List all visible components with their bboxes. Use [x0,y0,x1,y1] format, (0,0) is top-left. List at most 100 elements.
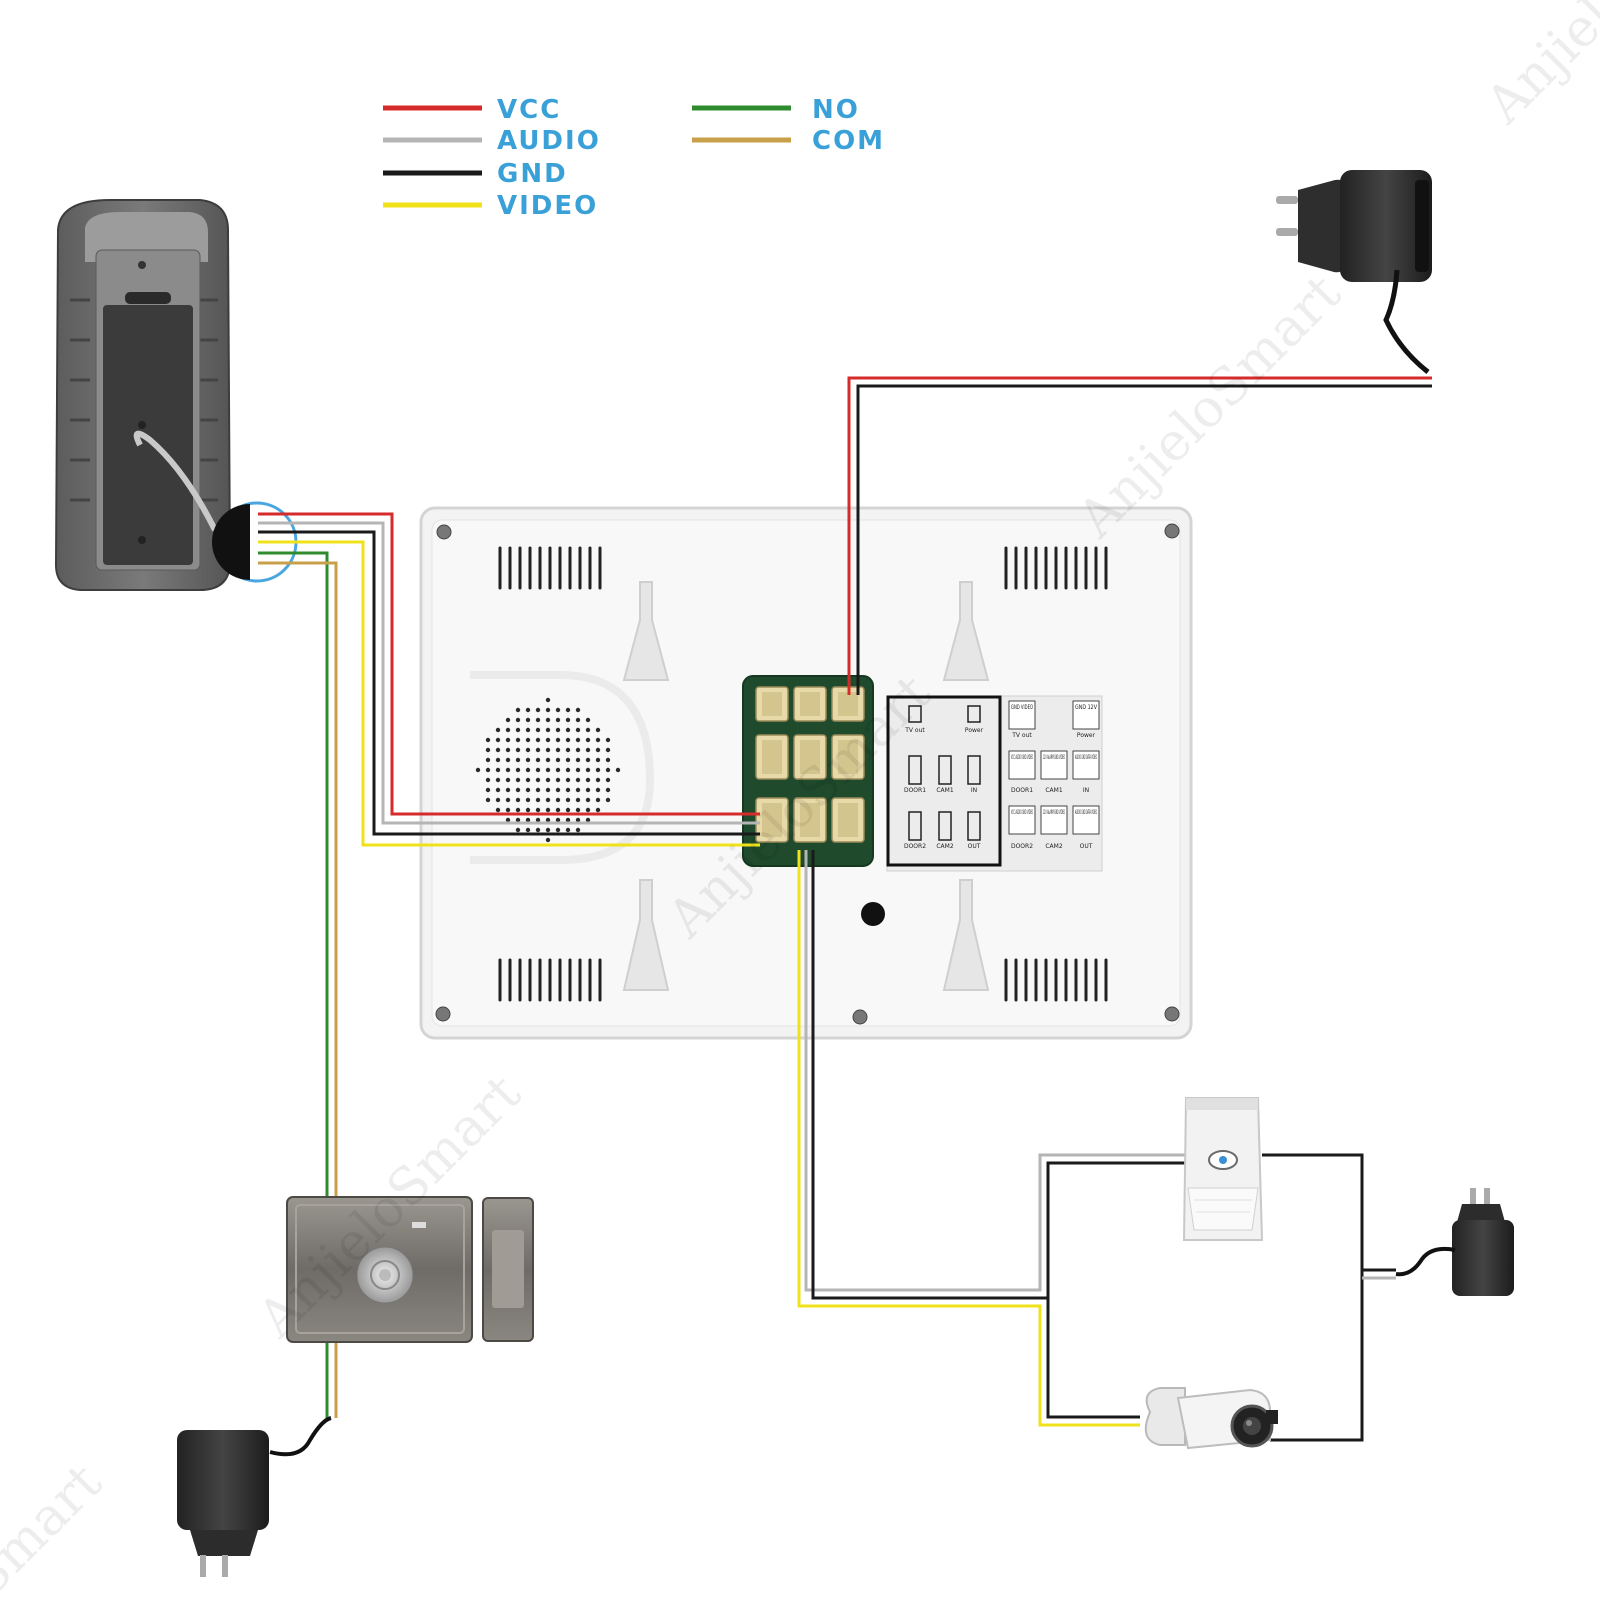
watermark-text: Anjielo [1474,0,1600,136]
panel-cell-label: 12V ALARM GND VIDEO [1043,754,1065,761]
speaker-hole [565,777,571,783]
wire-power-vcc [847,376,1432,695]
panel-label: Power [965,727,984,734]
door-unit-ribs [70,298,218,502]
speaker-hole [575,717,581,723]
panel-label: CAM1 [1045,787,1062,794]
speaker-hole [515,817,521,823]
speaker-hole [595,777,601,783]
panel-label: CAM2 [1045,843,1062,850]
legend-com-label: COM [812,126,885,156]
panel-cell [1040,805,1068,835]
panel-label: IN [971,787,977,794]
speaker-hole [545,797,551,803]
speaker-hole [565,787,571,793]
speaker-hole [565,707,571,713]
speaker-hole [495,797,501,803]
speaker-hole [515,787,521,793]
legend-audio-label: AUDIO [497,126,601,156]
speaker-hole [595,767,601,773]
speaker-hole [545,697,551,703]
speaker-hole [535,707,541,713]
speaker-hole [535,777,541,783]
speaker-hole [555,727,561,733]
speaker-hole [575,747,581,753]
connector-pins [762,740,782,774]
panel-cell-label: GND VIDEO [1011,704,1033,711]
speaker-hole [545,747,551,753]
speaker-hole [525,787,531,793]
speaker-hole [505,817,511,823]
monitor-screw-icon [435,523,1180,1025]
wire-legend: VCC AUDIO GND VIDEO NO COM [383,95,885,221]
watermark-text: AnjieloSmart [1066,263,1353,550]
panel-cell [1008,805,1036,835]
speaker-hole [505,787,511,793]
speaker-hole [555,767,561,773]
panel-label: CAM1 [936,787,953,794]
monitor-vents [498,546,1108,1002]
panel-label: DOOR1 [1011,787,1033,794]
speaker-hole [565,747,571,753]
speaker-hole [485,767,491,773]
speaker-hole [575,727,581,733]
wire-lock-com [258,561,338,1418]
connector-pins [838,692,858,716]
speaker-hole [555,787,561,793]
monitor-hole [861,902,885,926]
speaker-hole [525,757,531,763]
speaker-hole [535,767,541,773]
legend-video-label: VIDEO [497,191,598,221]
speaker-hole [545,837,551,843]
wire-door-audio [258,521,760,825]
speaker-hole [605,757,611,763]
speaker-hole [515,767,521,773]
speaker-hole [575,777,581,783]
panel-label: DOOR1 [904,787,926,794]
panel-cell [1008,700,1036,730]
speaker-hole [495,807,501,813]
connector-pins [762,692,782,716]
speaker-hole [605,787,611,793]
legend-video: VIDEO [383,191,598,221]
connector-pins [800,803,820,837]
wire-cam-audio [804,850,1188,1292]
speaker-hole [585,817,591,823]
speaker-hole [565,737,571,743]
panel-connector-icon [908,755,922,785]
panel-cell-label: 12V ALARM GND VIDEO [1043,809,1065,816]
speaker-hole [515,727,521,733]
speaker-hole [515,747,521,753]
panel-label: TV out [1011,732,1032,739]
speaker-hole [535,717,541,723]
speaker-hole [505,807,511,813]
panel-cell-label: AUDIO GND DATA VIDEO [1075,809,1097,816]
speaker-hole [545,767,551,773]
speaker-hole [525,767,531,773]
speaker-hole [575,787,581,793]
speaker-hole [575,737,581,743]
speaker-hole [495,787,501,793]
speaker-hole [545,827,551,833]
speaker-hole [505,747,511,753]
panel-cell-label: VCC AUDIO GND VIDEO [1011,809,1033,816]
panel-connector-icon [967,811,981,841]
speaker-hole [485,777,491,783]
speaker-hole [515,777,521,783]
speaker-hole [505,717,511,723]
speaker-hole [595,727,601,733]
speaker-hole [575,707,581,713]
panel-label: DOOR2 [1011,843,1033,850]
speaker-hole [555,777,561,783]
speaker-hole [565,797,571,803]
speaker-hole [525,747,531,753]
speaker-hole [535,727,541,733]
panel-label: CAM2 [936,843,953,850]
speaker-hole [485,737,491,743]
electric-lock [286,1196,534,1343]
speaker-hole [515,827,521,833]
panel-cell [1072,700,1100,730]
